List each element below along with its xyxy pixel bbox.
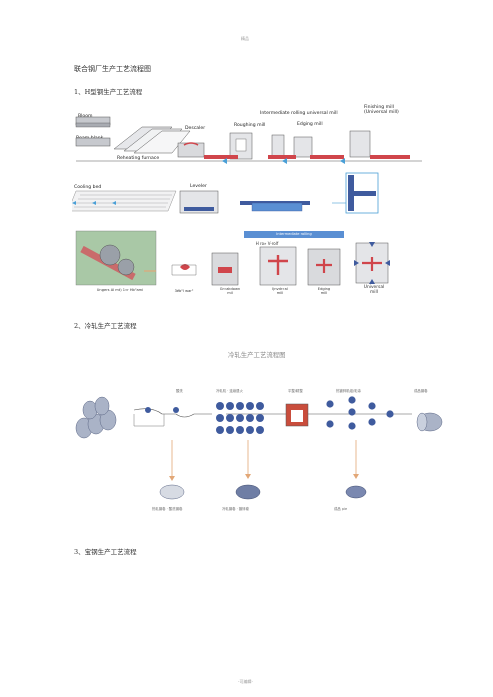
label-cooling-bed: Cooling bed [74, 185, 102, 190]
cold-label-bot-3: 成品 pie [334, 507, 348, 511]
label-finishing-mill: Finishing mill (Universal mill) [364, 105, 399, 115]
label-universal-mill-roll: Ungers Al mt) 1«r Hb"ami [96, 288, 144, 292]
label-universal-mill-bottom: Universal mill [363, 285, 385, 295]
cold-rolling-drawing [75, 396, 443, 500]
cold-label-bot-2: 冷轧钢卷 · 镀锌卷 [222, 507, 249, 511]
label-breakdown-mill: Gr»akdown mil [219, 287, 241, 295]
cold-rolling-caption: 冷轧生产工艺流程图 [228, 351, 286, 359]
banner-intermediate-rolling: Intermediate rolling [244, 231, 344, 238]
cold-label-top-4: 热镀锌机组/彩涂 [336, 389, 361, 393]
label-intermediate-mill: Intermediate rolling universal mill [260, 111, 338, 116]
label-descaler: Descaler [185, 126, 206, 131]
label-billet: 3éb"l war" [174, 289, 194, 293]
h-beam-drawing [72, 116, 422, 286]
cold-label-top-2: 冷轧机 · 连续退火 [216, 389, 243, 393]
section-heading-1: 1、H型钢生产工艺流程 [74, 88, 143, 96]
label-edging-mill-bottom: Edging mill [317, 287, 331, 295]
cold-rolling-figure: 冷轧生产工艺流程图 酸洗 冷轧机 · 连续退火 平整/精整 热镀锌机组/彩涂 成… [72, 340, 452, 511]
label-bloom: Bloom [78, 114, 93, 119]
label-universal-mill-mid: Ijnvdr»al mill [272, 287, 288, 295]
section-heading-3: 3、宝钢生产工艺流程 [74, 548, 137, 556]
cold-label-top-3: 平整/精整 [288, 389, 303, 393]
cold-label-top-1: 酸洗 [176, 389, 183, 393]
doc-title: 联合钢厂生产工艺流程图 [74, 65, 151, 73]
label-reheating-furnace: Reheating furnace [117, 156, 160, 161]
page-footer: -可编辑- [238, 679, 253, 684]
label-edging-mill-top: Edging mill [297, 122, 323, 127]
label-leveler: Leveler [190, 184, 207, 189]
label-h-v-roll: H ro» V-rolf [255, 241, 279, 246]
h-beam-process-figure: Bloom Beam blank Reheating furnace Desca… [72, 103, 432, 303]
cold-label-bot-1: 热轧钢卷 · 酸洗钢卷 [152, 507, 183, 511]
cold-label-top-5: 成品钢卷 [414, 389, 428, 393]
label-roughing-mill: Roughing mill [234, 123, 266, 128]
page-header: 精品 [241, 36, 249, 41]
section-heading-2: 2、冷轧生产工艺流程 [74, 322, 137, 330]
